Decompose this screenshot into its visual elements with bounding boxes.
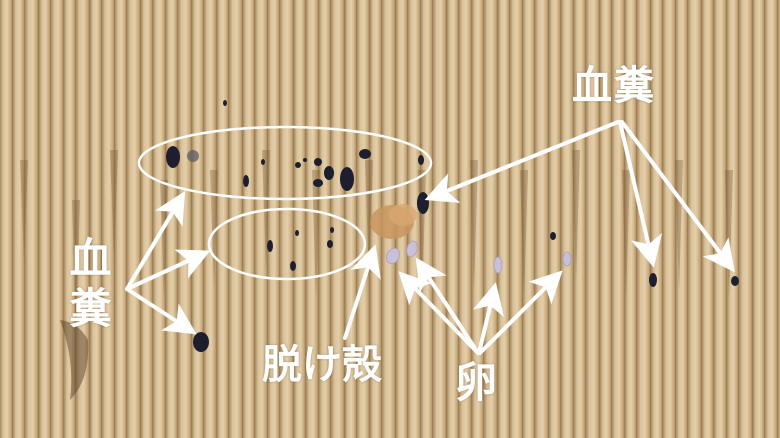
label-molted-shell: 脱け殻 bbox=[262, 342, 382, 388]
middle-feces-circle bbox=[207, 207, 367, 281]
arrow-feces-to-spot bbox=[424, 120, 620, 203]
arrow-egg-3 bbox=[472, 282, 505, 355]
eggs bbox=[386, 240, 572, 274]
arrow-egg-2 bbox=[415, 257, 480, 355]
arrow-left-to-spot bbox=[125, 287, 197, 335]
annotation-arrows bbox=[125, 120, 735, 355]
arrow-molt bbox=[343, 244, 381, 340]
annotation-circles bbox=[137, 125, 433, 281]
top-feces-circle bbox=[137, 125, 433, 201]
arrow-left-to-mid-circle bbox=[125, 249, 211, 291]
arrow-left-to-top-circle bbox=[125, 191, 186, 291]
label-blood-feces-top-right: 血糞 bbox=[572, 63, 656, 109]
molted-shell bbox=[370, 204, 417, 239]
label-blood-feces-left: 血糞 bbox=[63, 236, 112, 336]
arrow-feces-to-right-spot-1 bbox=[618, 120, 663, 268]
arrow-feces-to-right-spot-2 bbox=[620, 120, 735, 273]
arrow-egg-4 bbox=[478, 270, 563, 355]
label-eggs: 卵 bbox=[455, 358, 498, 407]
